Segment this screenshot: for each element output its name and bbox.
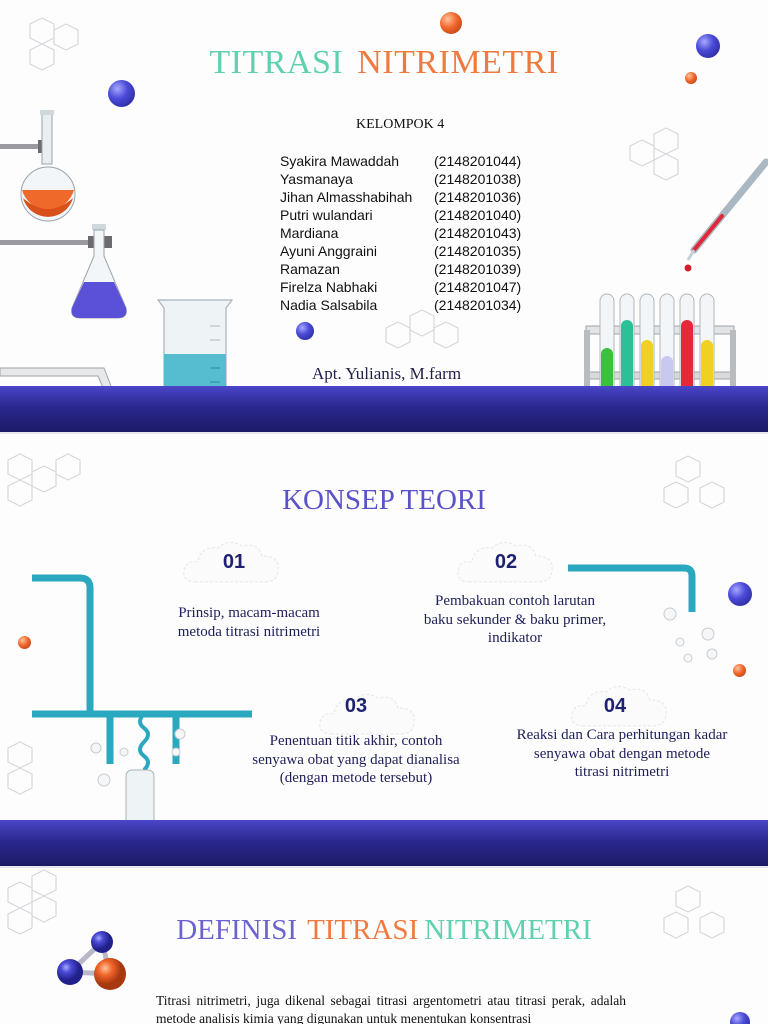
member-list: Syakira Mawaddah (2148201044) Yasmanaya (2… xyxy=(280,152,521,314)
list-item: Jihan Almasshabihah (2148201036) xyxy=(280,188,521,206)
title-word-3: NITRIMETRI xyxy=(424,914,592,946)
item-description: Penentuan titik akhir, contoh senyawa ob… xyxy=(252,733,460,786)
molecule-ball xyxy=(685,72,697,84)
title-word-1: TITRASI xyxy=(209,44,344,81)
list-item: Mardiana (2148201043) xyxy=(280,224,521,242)
list-item: Putri wulandari (2148201040) xyxy=(280,206,521,224)
member-nim: (2148201039) xyxy=(434,261,522,277)
molecule-ball xyxy=(108,80,135,107)
member-name: Putri wulandari xyxy=(280,207,373,223)
footer-band xyxy=(0,386,768,432)
hexagon-molecule-icon xyxy=(385,309,459,349)
concept-slide: KONSEP TEORI 01 Prinsip, macam-macam met… xyxy=(0,434,768,866)
hexagon-molecule-icon xyxy=(663,885,725,939)
hexagon-molecule-icon xyxy=(629,127,679,181)
molecule-ball xyxy=(296,322,314,340)
molecule-ball xyxy=(18,636,31,649)
list-item: Ayuni Anggraini (2148201035) xyxy=(280,242,521,260)
footer-band xyxy=(0,820,768,866)
item-description: Pembakuan contoh larutan baku sekunder &… xyxy=(423,593,607,646)
member-name: Nadia Salsabila xyxy=(280,297,378,313)
item-number: 03 xyxy=(344,695,368,717)
cloud-icon xyxy=(571,686,667,727)
member-name: Yasmanaya xyxy=(280,171,353,187)
definition-paragraph: Titrasi nitrimetri, juga dikenal sebagai… xyxy=(156,993,626,1024)
molecule-model-icon xyxy=(57,931,126,990)
molecule-ball xyxy=(696,34,720,58)
member-nim: (2148201036) xyxy=(434,189,522,205)
member-name: Ayuni Anggraini xyxy=(280,243,378,259)
member-nim: (2148201038) xyxy=(434,171,522,187)
cloud-icon xyxy=(183,542,279,583)
list-item: Syakira Mawaddah (2148201044) xyxy=(280,152,521,170)
slide-title: TITRASI NITRIMETRI xyxy=(0,44,768,82)
list-item: Yasmanaya (2148201038) xyxy=(280,170,521,188)
item-number: 02 xyxy=(494,551,518,573)
member-nim: (2148201047) xyxy=(434,279,522,295)
member-name: Ramazan xyxy=(280,261,340,277)
hexagon-molecule-icon xyxy=(29,17,79,71)
title-word-2: NITRIMETRI xyxy=(357,44,559,81)
list-item: Ramazan (2148201039) xyxy=(280,260,521,278)
member-nim: (2148201043) xyxy=(434,225,522,241)
list-item: Firelza Nabhaki (2148201047) xyxy=(280,278,521,296)
member-name: Mardiana xyxy=(280,225,339,241)
cloud-icon xyxy=(319,694,415,735)
pipe-decoration xyxy=(32,564,718,866)
title-slide: TITRASI NITRIMETRI KELOMPOK 4 Syakira Maw… xyxy=(0,0,768,432)
title-word-1: DEFINISI xyxy=(176,914,298,946)
dropper-icon xyxy=(684,158,768,272)
section-title: KONSEP TEORI xyxy=(282,484,486,516)
test-tube-rack-icon xyxy=(584,293,736,406)
hexagon-molecule-icon xyxy=(663,455,725,509)
cloud-icon xyxy=(457,542,553,583)
erlenmeyer-flask-icon xyxy=(0,224,127,319)
group-label: KELOMPOK 4 xyxy=(356,117,445,132)
item-number: 04 xyxy=(603,695,627,717)
molecule-ball xyxy=(733,664,746,677)
member-nim: (2148201034) xyxy=(434,297,522,313)
item-description: Prinsip, macam-macam metoda titrasi nitr… xyxy=(177,605,321,640)
member-nim: (2148201035) xyxy=(434,243,522,259)
molecule-ball xyxy=(728,582,752,606)
hexagon-molecule-icon xyxy=(7,741,33,795)
hexagon-molecule-icon xyxy=(7,869,57,935)
molecule-ball xyxy=(440,12,462,34)
item-number: 01 xyxy=(222,551,246,573)
lecturer-name: Apt. Yulianis, M.farm xyxy=(312,364,462,383)
item-description: Reaksi dan Cara perhitungan kadar senyaw… xyxy=(516,727,728,780)
title-word-2: TITRASI xyxy=(307,914,419,946)
member-name: Firelza Nabhaki xyxy=(280,279,378,295)
round-flask-icon xyxy=(0,110,76,222)
member-name: Syakira Mawaddah xyxy=(280,153,400,169)
member-nim: (2148201040) xyxy=(434,207,522,223)
hexagon-molecule-icon xyxy=(7,453,81,507)
member-nim: (2148201044) xyxy=(434,153,522,169)
list-item: Nadia Salsabila (2148201034) xyxy=(280,296,521,314)
molecule-ball xyxy=(730,1012,750,1024)
member-name: Jihan Almasshabihah xyxy=(280,189,413,205)
